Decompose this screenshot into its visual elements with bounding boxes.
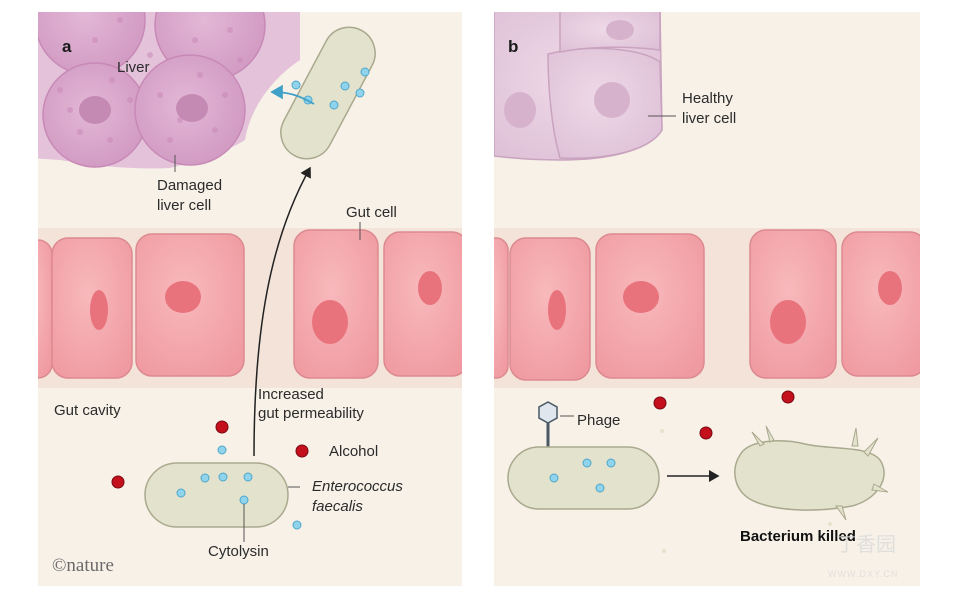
permeability-label-1: Increased bbox=[258, 386, 324, 403]
watermark-logo: 丁香园 bbox=[836, 533, 896, 556]
gut-cell-label: Gut cell bbox=[346, 204, 397, 221]
alcohol-label: Alcohol bbox=[329, 443, 378, 460]
watermark-url: WWW.DXY.CN bbox=[828, 569, 898, 579]
permeability-label-2: gut permeability bbox=[258, 405, 364, 422]
damaged-liver-cells bbox=[38, 12, 300, 172]
killed-bacterium bbox=[660, 425, 889, 553]
gut-cavity-label: Gut cavity bbox=[54, 402, 121, 419]
phage-label: Phage bbox=[577, 412, 620, 429]
enterococcus-bacterium bbox=[144, 462, 300, 542]
gut-epithelium-a bbox=[38, 222, 462, 379]
species-label-2: faecalis bbox=[312, 498, 363, 515]
healthy-label-1: Healthy bbox=[682, 90, 733, 107]
killed-label: Bacterium killed bbox=[740, 528, 856, 545]
gut-epithelium-b bbox=[494, 229, 920, 381]
panel-a-letter: a bbox=[62, 37, 72, 56]
escaped-bacterium bbox=[270, 26, 376, 160]
damaged-label-1: Damaged bbox=[157, 177, 222, 194]
nature-logo: ©nature bbox=[52, 555, 114, 576]
translocation-arrow bbox=[253, 166, 311, 457]
panel-b-letter: b bbox=[508, 37, 518, 56]
healthy-label-2: liver cell bbox=[682, 110, 736, 127]
panel-b: b Healthy liver cell Phage Bacterium kil… bbox=[494, 12, 920, 586]
liver-label: Liver bbox=[117, 59, 150, 76]
healthy-liver-cells bbox=[494, 12, 676, 161]
alcohol-molecules-b bbox=[653, 390, 795, 440]
alcohol-molecules bbox=[111, 420, 309, 489]
panel-a: a Liver Damaged liver cell Gut cell Incr… bbox=[38, 12, 462, 586]
free-cytolysin bbox=[217, 445, 302, 530]
cytolysin-label: Cytolysin bbox=[208, 543, 269, 560]
infected-bacterium bbox=[507, 446, 660, 510]
damaged-label-2: liver cell bbox=[157, 197, 211, 214]
species-label-1: Enterococcus bbox=[312, 478, 403, 495]
